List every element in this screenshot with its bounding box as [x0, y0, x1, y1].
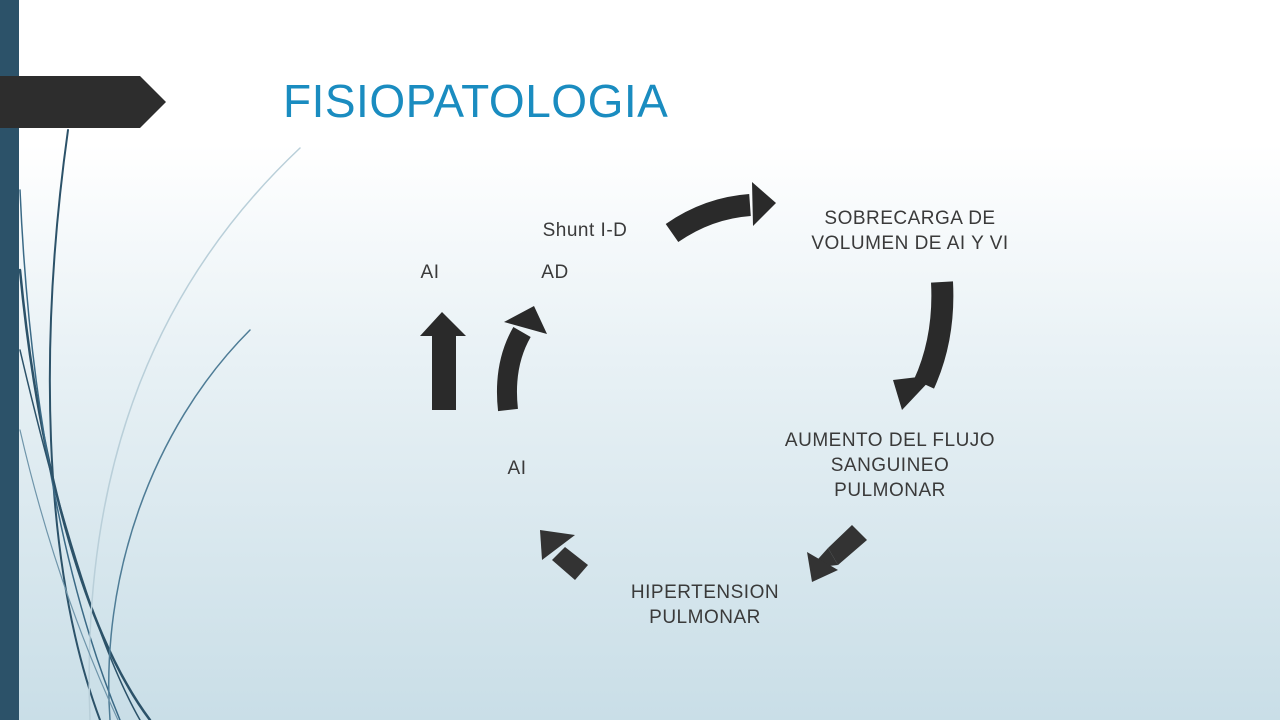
label-ai-top: AI: [420, 262, 440, 283]
node-hipertension: HIPERTENSION PULMONAR: [630, 582, 780, 628]
title-tab-shape: [0, 76, 166, 128]
arrow-hipertension-to-ai: [540, 530, 588, 580]
arrow-up-ai: [420, 312, 466, 410]
label-ad: AD: [541, 262, 569, 283]
arrow-aumento-to-hipertension: [807, 525, 867, 582]
arrow-sobrecarga-to-aumento: [893, 281, 954, 410]
arrow-ai-to-ad: [496, 306, 547, 412]
decorative-curves: [18, 129, 301, 720]
node-shunt: Shunt I-D: [542, 220, 628, 241]
slide-title: FISIOPATOLOGIA: [283, 75, 669, 127]
label-ai-bottom: AI: [507, 458, 527, 479]
arrow-shunt-to-sobrecarga: [665, 182, 776, 243]
node-aumento-flujo: AUMENTO DEL FLUJO SANGUINEO PULMONAR: [784, 430, 996, 501]
sidebar-accent-bar: [0, 0, 19, 720]
node-sobrecarga: SOBRECARGA DE VOLUMEN DE AI Y VI: [811, 208, 1009, 254]
